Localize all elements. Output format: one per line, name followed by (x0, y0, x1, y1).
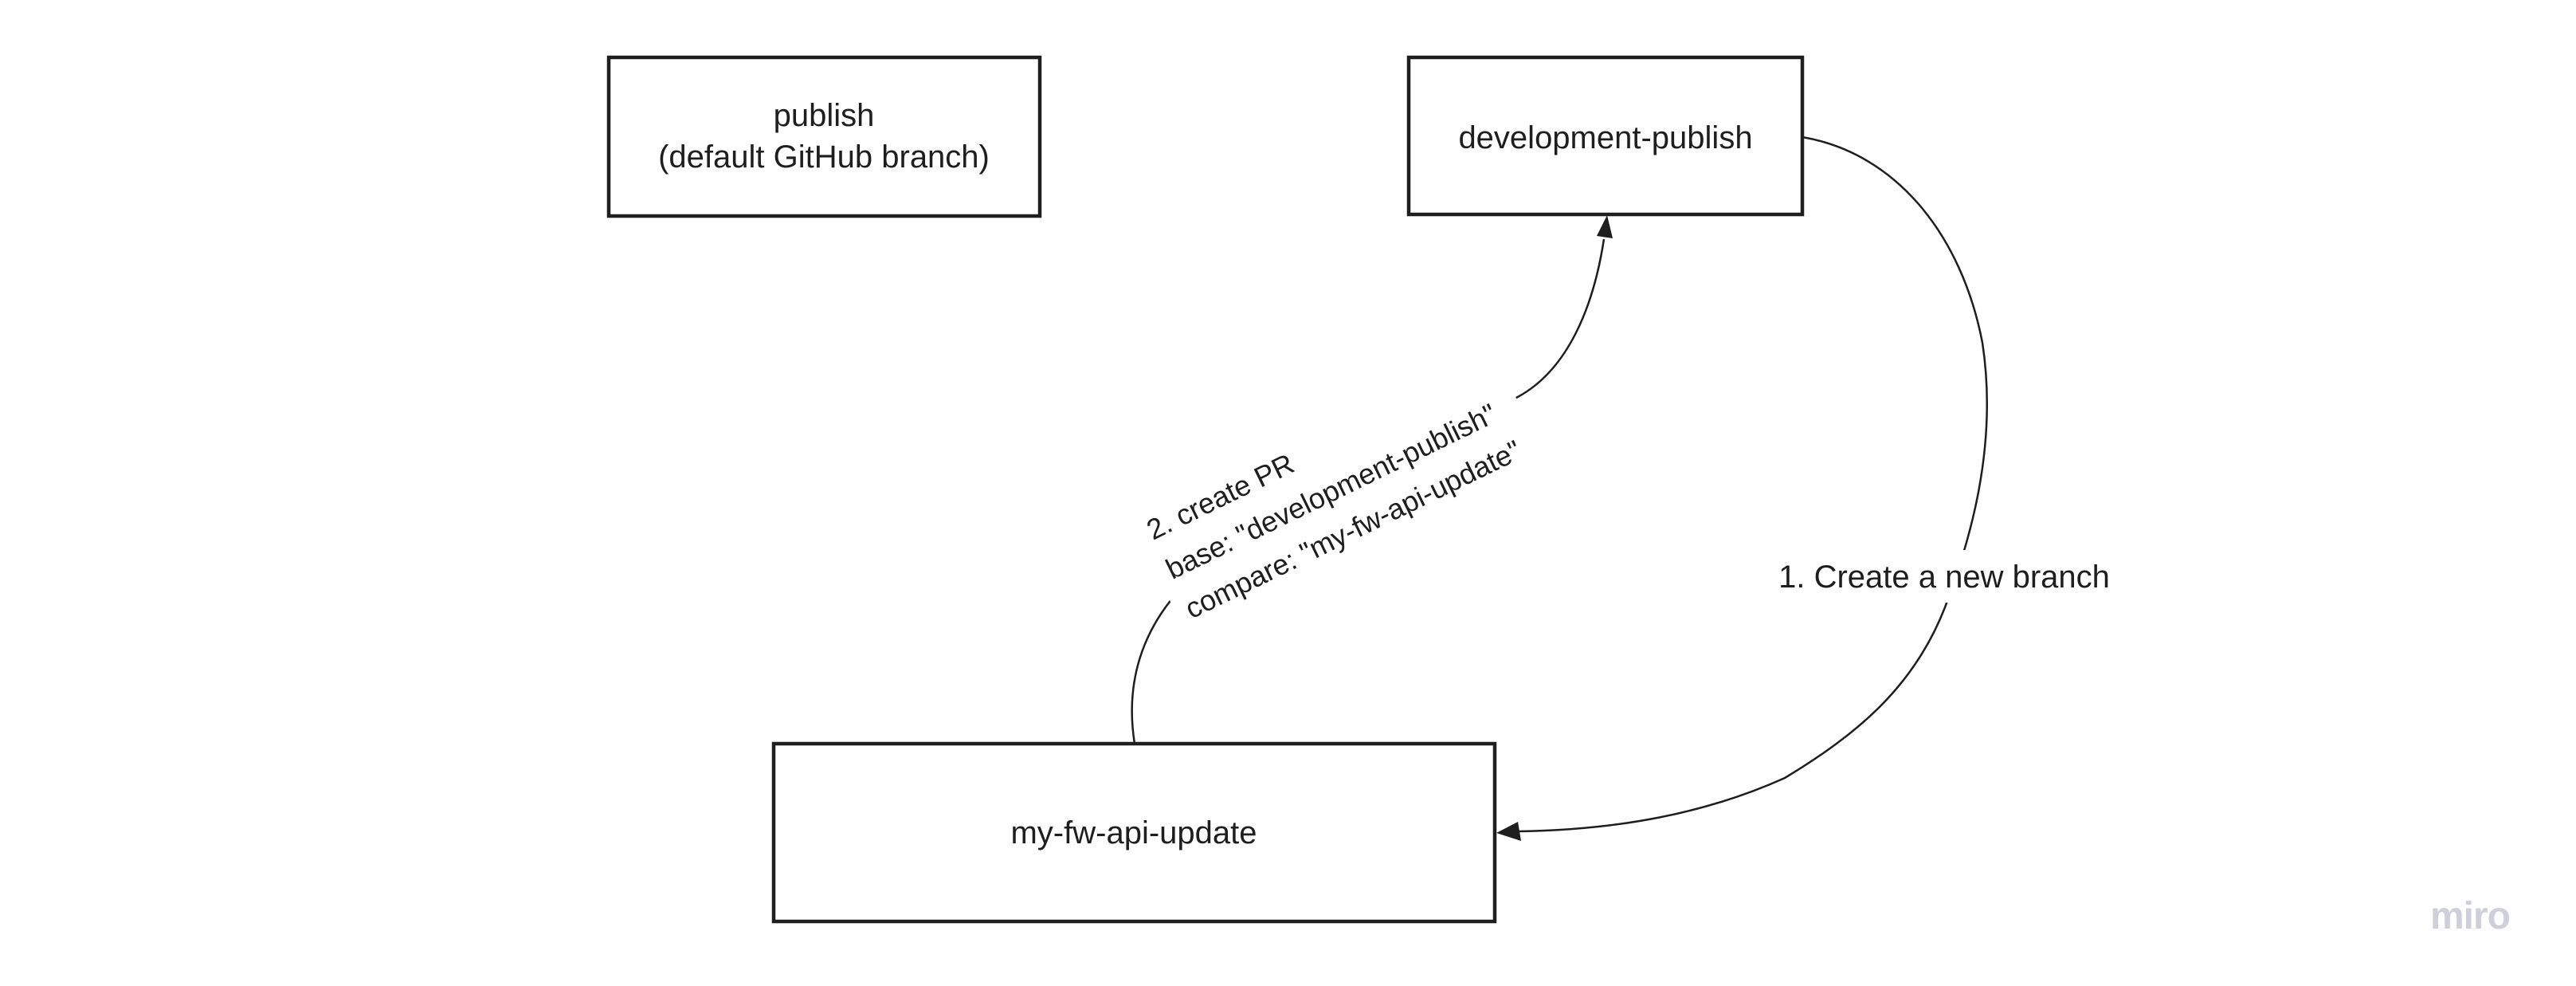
node-development-publish-label: development-publish (1458, 120, 1752, 155)
node-my-fw-api-update[interactable]: my-fw-api-update (771, 741, 1497, 924)
node-development-publish[interactable]: development-publish (1406, 55, 1805, 217)
miro-watermark-logo: miro (2430, 895, 2510, 937)
arrowhead-into-my-fw-api-update (1496, 822, 1521, 841)
caption-create-branch-text: 1. Create a new branch (1778, 560, 2110, 595)
arrowhead-into-development-publish (1597, 215, 1613, 238)
node-my-fw-api-update-label: my-fw-api-update (1010, 815, 1257, 850)
node-development-publish-shape[interactable] (1406, 55, 1805, 217)
node-publish-shape[interactable] (606, 55, 1042, 218)
node-publish[interactable]: publish (default GitHub branch) (606, 55, 1042, 218)
connector-create-branch-caption[interactable]: 1. Create a new branch (1758, 550, 2134, 603)
caption-background (1758, 550, 2134, 603)
connector-create-branch[interactable]: 1. Create a new branch (1496, 136, 2134, 841)
caption-background (1127, 338, 1546, 634)
node-publish-label-line2: (default GitHub branch) (658, 139, 990, 175)
connector-create-branch-line[interactable] (1518, 136, 1989, 833)
node-publish-label-line1: publish (774, 98, 875, 133)
